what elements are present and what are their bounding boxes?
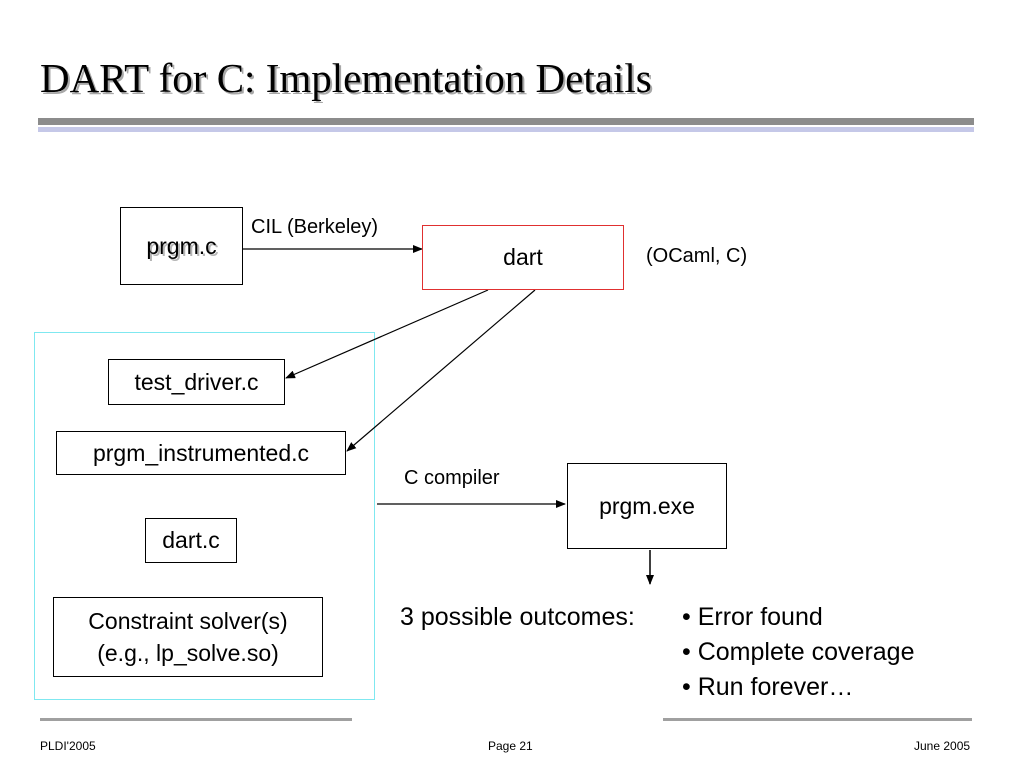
outcome-item: • Run forever… xyxy=(682,673,854,701)
dart-to-testdriver-arrow xyxy=(285,289,489,379)
outcome-item: • Complete coverage xyxy=(682,638,915,666)
slide-title: DART for C: Implementation Details xyxy=(40,55,652,101)
prgm-exe-box: prgm.exe xyxy=(567,463,727,549)
footer-left: PLDI'2005 xyxy=(40,739,96,753)
title-rule-gray xyxy=(38,118,974,125)
outcome-item: • Error found xyxy=(682,603,823,631)
c-compiler-label: C compiler xyxy=(404,467,500,489)
prgm-c-box: prgm.c xyxy=(120,207,243,285)
cil-label: CIL (Berkeley) xyxy=(251,216,379,238)
constraint-solver-line2: (e.g., lp_solve.so) xyxy=(97,640,279,666)
outcomes-label: 3 possible outcomes: xyxy=(400,603,635,631)
dart-c-box: dart.c xyxy=(145,518,237,563)
prgm-instrumented-box: prgm_instrumented.c xyxy=(56,431,346,475)
tool-languages-label: (OCaml, C) xyxy=(646,245,748,267)
title-rule-lavender xyxy=(38,127,974,132)
footer-rule-right xyxy=(663,718,972,721)
constraint-solver-line1: Constraint solver(s) xyxy=(88,608,288,634)
dart-to-instrumented-arrow xyxy=(346,289,536,452)
footer-rule-left xyxy=(40,718,352,721)
test-driver-box: test_driver.c xyxy=(108,359,285,405)
outcomes-list: • Error found • Complete coverage • Run … xyxy=(682,600,914,705)
footer-center: Page 21 xyxy=(488,739,533,753)
dart-box: dart xyxy=(422,225,624,290)
footer-right: June 2005 xyxy=(914,739,971,753)
generated-files-group xyxy=(34,332,375,700)
constraint-solver-box: Constraint solver(s) (e.g., lp_solve.so) xyxy=(53,597,323,677)
